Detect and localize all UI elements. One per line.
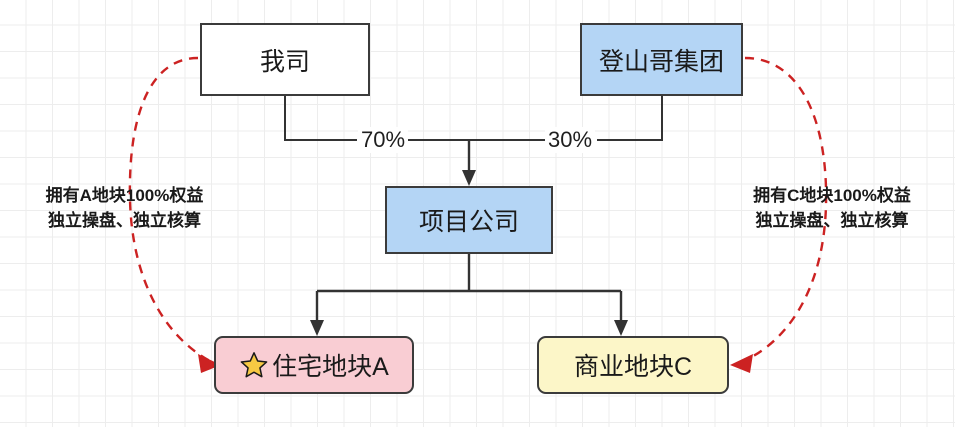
edge-label-group-share: 30% bbox=[545, 127, 596, 153]
node-ours-label: 我司 bbox=[259, 47, 310, 76]
node-project-company[interactable]: 项目公司 bbox=[385, 186, 553, 254]
annotation-right: 拥有C地块100%权益 独立操盘、独立核算 bbox=[718, 184, 946, 233]
node-ours[interactable]: 我司 bbox=[200, 23, 370, 96]
annotation-left-line2: 独立操盘、独立核算 bbox=[48, 210, 201, 230]
node-residential-parcel-a[interactable]: 住宅地块A bbox=[214, 336, 414, 394]
edge-group-to-junction bbox=[597, 96, 663, 141]
edge-label-ours-share: 70% bbox=[358, 127, 409, 153]
node-group-label: 登山哥集团 bbox=[598, 47, 724, 76]
node-residential-parcel-a-label: 住宅地块A bbox=[272, 353, 389, 381]
arrowhead-residential bbox=[310, 320, 324, 336]
arrowhead-dashed-right bbox=[730, 354, 753, 373]
node-commercial-parcel-c-label: 商业地块C bbox=[573, 353, 693, 381]
arrowhead-commercial bbox=[614, 320, 628, 336]
annotation-left-line1: 拥有A地块100%权益 bbox=[45, 186, 204, 205]
arrowhead-dashed-left bbox=[198, 354, 221, 373]
edge-ours-to-junction bbox=[284, 96, 357, 141]
arrowhead-project bbox=[462, 170, 476, 186]
annotation-left: 拥有A地块100%权益 独立操盘、独立核算 bbox=[12, 184, 237, 233]
dashed-connector-right bbox=[733, 56, 828, 367]
annotation-right-line1: 拥有C地块100%权益 bbox=[753, 186, 911, 205]
annotation-right-line2: 独立操盘、独立核算 bbox=[755, 210, 909, 230]
node-project-company-label: 项目公司 bbox=[418, 208, 519, 236]
star-icon bbox=[239, 350, 269, 380]
node-commercial-parcel-c[interactable]: 商业地块C bbox=[537, 336, 729, 394]
node-group[interactable]: 登山哥集团 bbox=[580, 23, 743, 96]
